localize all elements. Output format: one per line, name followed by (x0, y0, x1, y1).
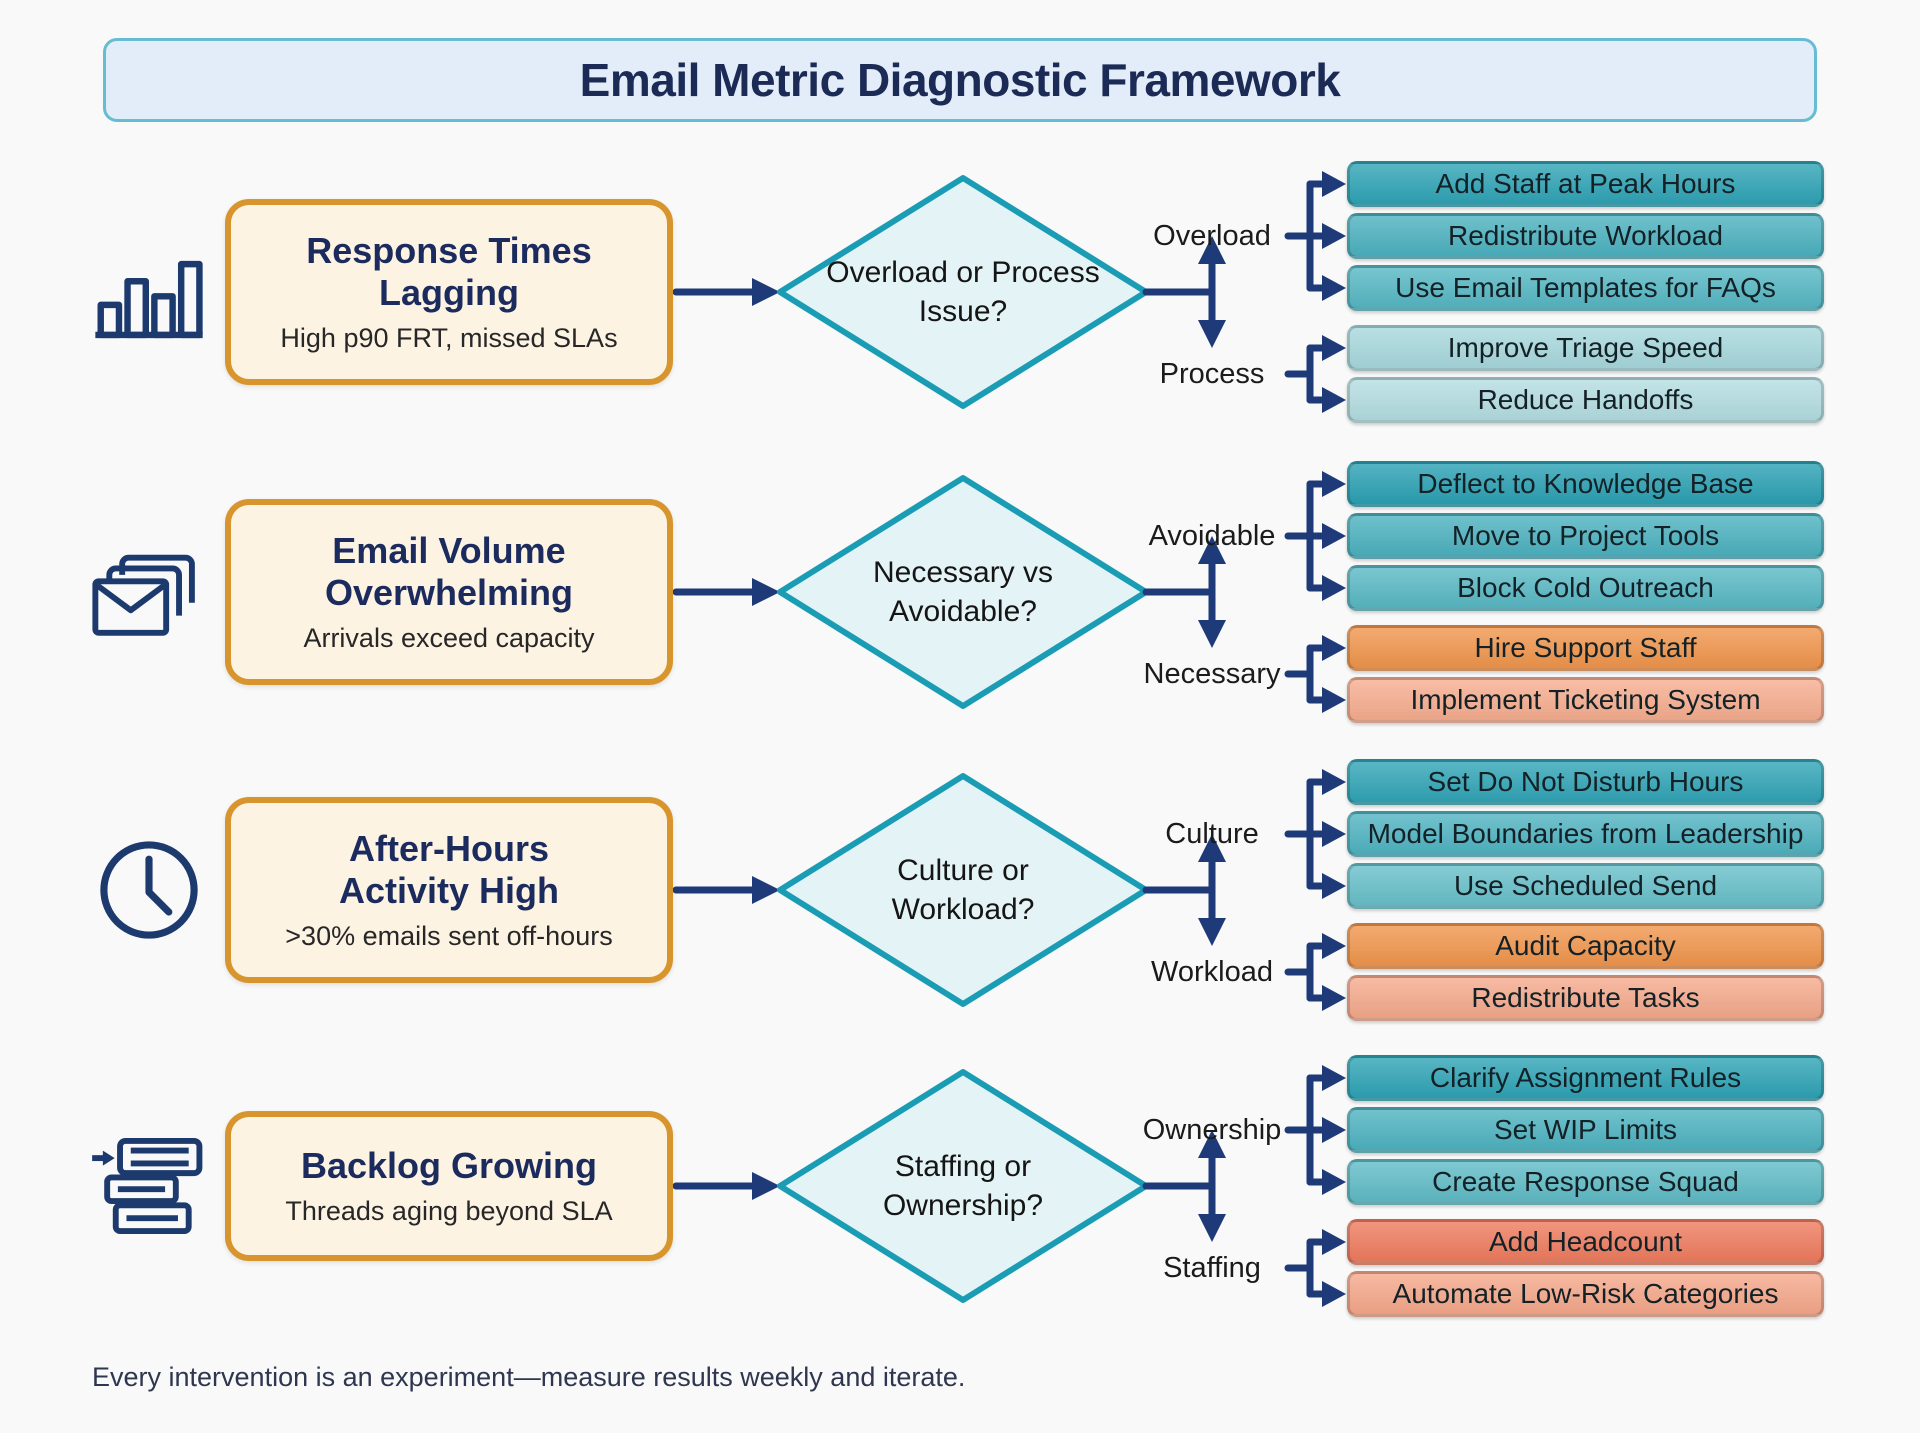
problem-subtitle: Threads aging beyond SLA (285, 1196, 613, 1227)
action-pill: Model Boundaries from Leadership (1347, 811, 1824, 857)
decision-question: Culture or Workload? (891, 854, 1035, 926)
action-pill: Redistribute Workload (1347, 213, 1824, 259)
problem-card: Backlog Growing Threads aging beyond SLA (225, 1111, 673, 1261)
decision-question: Staffing or Ownership? (882, 1150, 1044, 1222)
decision-question: Overload or Process Issue? (826, 256, 1100, 328)
branch-label-culture: Culture (1165, 817, 1259, 850)
problem-subtitle: >30% emails sent off-hours (285, 921, 613, 952)
action-pill: Create Response Squad (1347, 1159, 1824, 1205)
branch-label-staffing: Staffing (1163, 1251, 1261, 1284)
action-pill: Clarify Assignment Rules (1347, 1055, 1824, 1101)
action-pill: Deflect to Knowledge Base (1347, 461, 1824, 507)
action-pill: Implement Ticketing System (1347, 677, 1824, 723)
problem-card: Email Volume Overwhelming Arrivals excee… (225, 499, 673, 685)
branch-label-overload: Overload (1153, 219, 1271, 252)
problem-title: After-Hours Activity High (338, 827, 560, 911)
backlog-icon (90, 1131, 208, 1241)
action-pill: Redistribute Tasks (1347, 975, 1824, 1021)
footer-note: Every intervention is an experiment—meas… (92, 1362, 966, 1392)
problem-card: After-Hours Activity High >30% emails se… (225, 797, 673, 983)
action-pill: Improve Triage Speed (1347, 325, 1824, 371)
envelopes-icon (90, 537, 208, 647)
action-pill: Reduce Handoffs (1347, 377, 1824, 423)
problem-card: Response Times Lagging High p90 FRT, mis… (225, 199, 673, 385)
action-pill: Set Do Not Disturb Hours (1347, 759, 1824, 805)
branch-label-ownership: Ownership (1142, 1113, 1282, 1146)
action-pill: Hire Support Staff (1347, 625, 1824, 671)
action-pill: Audit Capacity (1347, 923, 1824, 969)
decision-question: Necessary vs Avoidable? (872, 556, 1054, 628)
problem-subtitle: Arrivals exceed capacity (303, 623, 595, 654)
action-pill: Use Email Templates for FAQs (1347, 265, 1824, 311)
page-title: Email Metric Diagnostic Framework (579, 54, 1341, 106)
action-pill: Set WIP Limits (1347, 1107, 1824, 1153)
branch-label-avoidable: Avoidable (1148, 519, 1276, 552)
action-pill: Block Cold Outreach (1347, 565, 1824, 611)
problem-title: Response Times Lagging (306, 229, 592, 313)
branch-label-workload: Workload (1151, 955, 1273, 988)
action-pill: Use Scheduled Send (1347, 863, 1824, 909)
bar-chart-icon (90, 237, 208, 347)
clock-icon (90, 835, 208, 945)
problem-subtitle: High p90 FRT, missed SLAs (280, 323, 618, 354)
branch-label-necessary: Necessary (1143, 657, 1281, 690)
action-pill: Add Staff at Peak Hours (1347, 161, 1824, 207)
title-banner: Email Metric Diagnostic Framework (103, 38, 1817, 122)
problem-title: Backlog Growing (300, 1144, 598, 1186)
branch-label-process: Process (1159, 357, 1265, 390)
action-pill: Add Headcount (1347, 1219, 1824, 1265)
action-pill: Automate Low-Risk Categories (1347, 1271, 1824, 1317)
action-pill: Move to Project Tools (1347, 513, 1824, 559)
problem-title: Email Volume Overwhelming (324, 529, 574, 613)
